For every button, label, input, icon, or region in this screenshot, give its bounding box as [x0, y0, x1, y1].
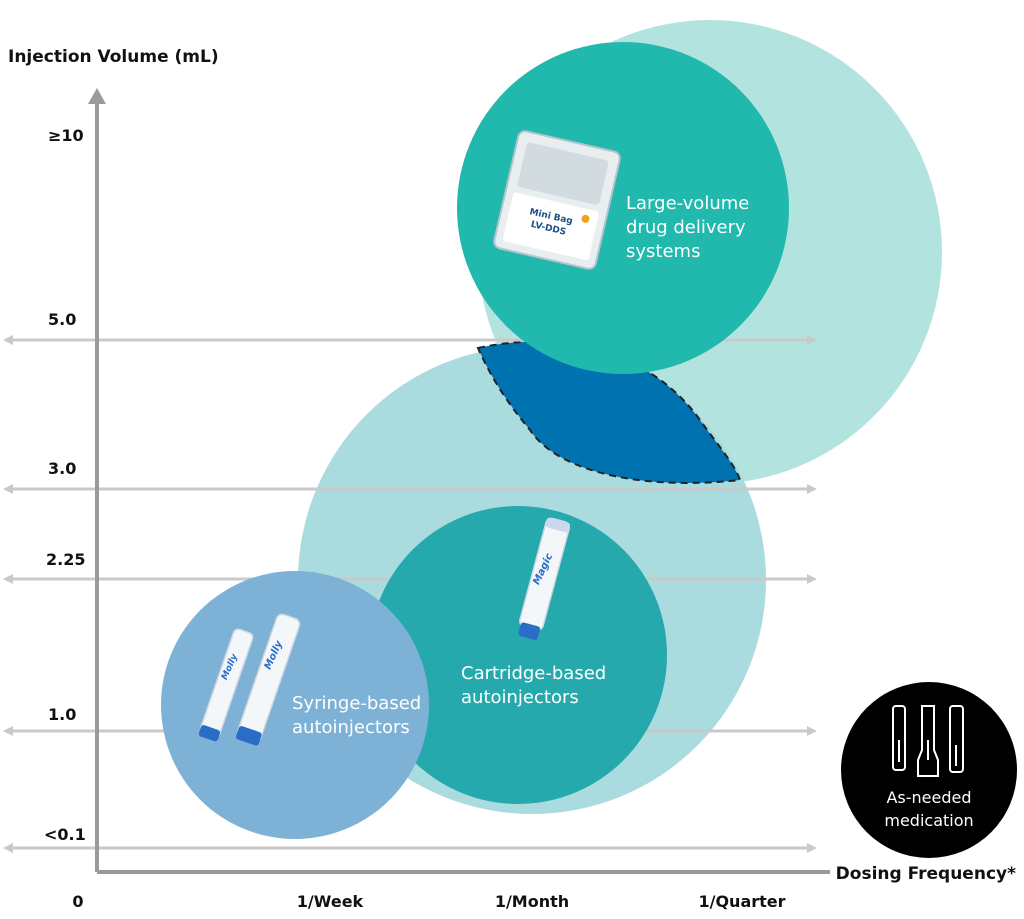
magic-pen-tip — [518, 622, 541, 640]
x-tick-quarter: 1/Quarter — [698, 892, 785, 911]
device-outline-2-icon — [917, 705, 939, 777]
y-tick-1: 1.0 — [48, 705, 76, 724]
syringe-label-line-1: Syringe-based — [292, 693, 421, 714]
device-outline-3-icon — [949, 705, 964, 773]
syringe-label: Syringe-based autoinjectors — [292, 693, 421, 738]
mini-bag-window — [517, 142, 609, 205]
as-needed-label-line-2: medication — [884, 811, 973, 830]
syringe-label-line-2: autoinjectors — [292, 717, 410, 738]
y-tick-3: 3.0 — [48, 459, 76, 478]
molly-pen-2-tip — [235, 726, 262, 746]
device-outline-1-icon — [892, 705, 906, 771]
y-tick-labels: ≥10 5.0 3.0 2.25 1.0 <0.1 — [44, 126, 86, 844]
large-volume-label-line-1: Large-volume — [626, 193, 749, 214]
x-tick-0: 0 — [72, 892, 83, 911]
large-volume-label-line-3: systems — [626, 241, 700, 262]
x-tick-month: 1/Month — [495, 892, 569, 911]
y-tick-10: ≥10 — [48, 126, 84, 145]
molly-pen-device-2: Molly — [235, 613, 301, 746]
as-needed-devices-icon — [892, 705, 964, 777]
molly-pen-device-1: Molly — [198, 628, 254, 742]
overlap-region — [476, 340, 742, 484]
cartridge-label-line-2: autoinjectors — [461, 687, 579, 708]
large-volume-label: Large-volume drug delivery systems — [626, 193, 749, 262]
as-needed-circle — [841, 682, 1017, 858]
x-tick-week: 1/Week — [297, 892, 364, 911]
y-tick-5: 5.0 — [48, 310, 76, 329]
y-axis-arrowhead — [88, 88, 106, 104]
mini-bag-label — [503, 192, 599, 260]
magic-pen-device: Magic — [518, 517, 571, 640]
x-tick-labels: 0 1/Week 1/Month 1/Quarter — [72, 892, 785, 911]
large-volume-bubble — [457, 42, 789, 374]
y-axis-title: Injection Volume (mL) — [8, 47, 219, 67]
y-tick-2-25: 2.25 — [46, 550, 85, 569]
syringe-bubble — [161, 571, 429, 839]
cartridge-bubble — [369, 506, 667, 804]
axes — [88, 88, 830, 874]
as-needed-label-line-1: As-needed — [886, 788, 971, 807]
cartridge-label: Cartridge-based autoinjectors — [461, 663, 606, 708]
large-volume-label-line-2: drug delivery — [626, 217, 746, 238]
molly-pen-1-tip — [198, 725, 220, 742]
x-axis-title: Dosing Frequency* — [836, 864, 1016, 884]
magic-pen-cap — [545, 517, 570, 533]
mini-bag-dot-icon — [581, 214, 590, 223]
as-needed-bubble: As-needed medication — [841, 682, 1017, 858]
mini-bag-device: Mini Bag LV-DDS — [493, 130, 621, 270]
cartridge-label-line-1: Cartridge-based — [461, 663, 606, 684]
y-tick-0-1: <0.1 — [44, 825, 86, 844]
